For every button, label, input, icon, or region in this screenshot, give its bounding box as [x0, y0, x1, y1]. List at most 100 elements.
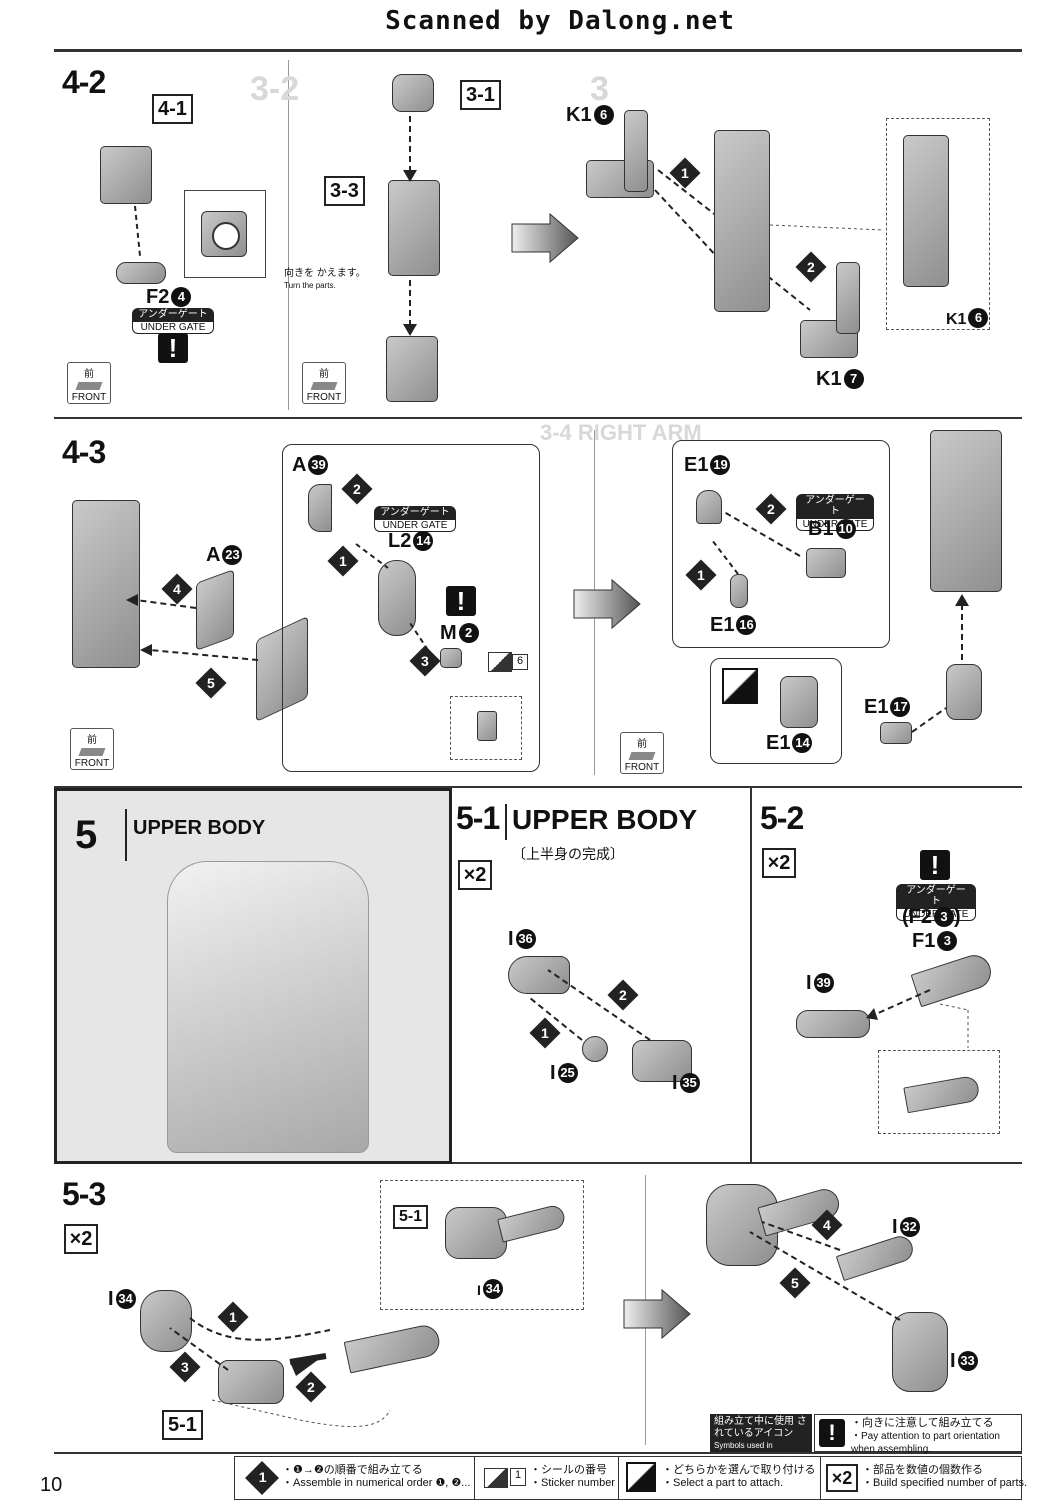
- rule-legend: [54, 1452, 1022, 1454]
- sticker-detail-box: [450, 696, 522, 760]
- ref-tag: 3-3: [324, 176, 365, 206]
- ref-tag: 5-1: [162, 1410, 203, 1440]
- part-k1-6-upright: [624, 110, 648, 192]
- part-i36: [508, 956, 570, 994]
- warning-icon: !: [158, 333, 188, 363]
- multiplier-badge: ×2: [458, 860, 492, 890]
- gundam-upper-body-illustration: [167, 861, 369, 1153]
- select-part-icon: [626, 1462, 656, 1492]
- rule-4-3: [54, 417, 1022, 419]
- ghost-text: 3-2: [250, 70, 300, 108]
- part-i34: [140, 1290, 192, 1352]
- legend-divider: [474, 1456, 475, 1500]
- next-arrow-icon: [511, 212, 579, 264]
- part-a39: [308, 484, 332, 532]
- page-number: 10: [40, 1474, 63, 1496]
- step-5-title: UPPER BODY: [133, 817, 266, 839]
- legend-divider: [618, 1456, 619, 1500]
- step-title: 5-1: [456, 800, 500, 836]
- multiplier-badge: ×2: [762, 848, 796, 878]
- section-subtitle: 〔上半身の完成〕: [512, 846, 624, 862]
- ref-tag: 4-1: [152, 94, 193, 124]
- part-f2: [116, 262, 166, 284]
- ref-tag: 3-1: [460, 80, 501, 110]
- part-arm-complete: [930, 430, 1002, 592]
- part-3-1: [392, 74, 434, 112]
- upper-body-panel: 5 UPPER BODY: [54, 788, 452, 1164]
- part-m: [440, 648, 462, 668]
- step-title: 4-3: [62, 434, 106, 470]
- legend-attention: ! ・向きに注意して組み立てる・Pay attention to part or…: [814, 1414, 1022, 1455]
- legend-row: [234, 1456, 1022, 1500]
- legend-sticker: ・シールの番号・Sticker number: [530, 1464, 615, 1489]
- top-rule: [54, 49, 1022, 52]
- ref-tag: 5-1: [393, 1205, 429, 1229]
- part-e1-16: [730, 574, 748, 608]
- multiplier-badge: ×2: [64, 1224, 98, 1254]
- part-arm-assembly: [72, 500, 140, 668]
- part-i25: [582, 1036, 608, 1062]
- part-b1: [806, 548, 846, 578]
- rule-5-3: [54, 1162, 1022, 1164]
- vrule-5-2: [750, 788, 752, 1162]
- turn-note: 向きを かえます。Turn the parts.: [284, 268, 366, 290]
- next-arrow-icon: [573, 578, 641, 630]
- part-e1-17: [880, 722, 912, 744]
- part-lower-arm: [386, 336, 438, 402]
- part-forearm: [714, 130, 770, 312]
- title-divider: [505, 804, 507, 840]
- joint-detail: [201, 211, 247, 257]
- part-shoulder: [100, 146, 152, 204]
- sticker-number: 6: [512, 654, 528, 670]
- hand-callout: [672, 440, 890, 648]
- legend-choose: ・どちらかを選んで取り付ける・Select a part to attach.: [662, 1464, 816, 1489]
- part-shoulder-block: [218, 1360, 284, 1404]
- vrule-4-2: [288, 60, 289, 410]
- part-i33: [892, 1312, 948, 1392]
- build-multiplier-icon: ×2: [826, 1464, 858, 1492]
- part-k1-7-upright: [836, 262, 860, 334]
- part-l2: [378, 560, 416, 636]
- part-hand-attach: [946, 664, 982, 720]
- ghost-text: 3: [590, 70, 609, 108]
- legend-divider: [820, 1456, 821, 1500]
- detail-box: [878, 1050, 1000, 1134]
- choose-hand-box: [710, 658, 842, 764]
- detail-callout: [282, 444, 540, 772]
- step-title: 5-2: [760, 800, 804, 836]
- legend-order: ・❶→❷の順番で組み立てる・Assemble in numerical orde…: [282, 1464, 471, 1489]
- part-hand: [780, 676, 818, 728]
- sticker-icon: [484, 1468, 508, 1488]
- part-e1-19: [696, 490, 722, 524]
- legend-build: ・部品を数値の個数作る・Build specified number of pa…: [862, 1464, 1028, 1489]
- step-title: 5-3: [62, 1176, 106, 1212]
